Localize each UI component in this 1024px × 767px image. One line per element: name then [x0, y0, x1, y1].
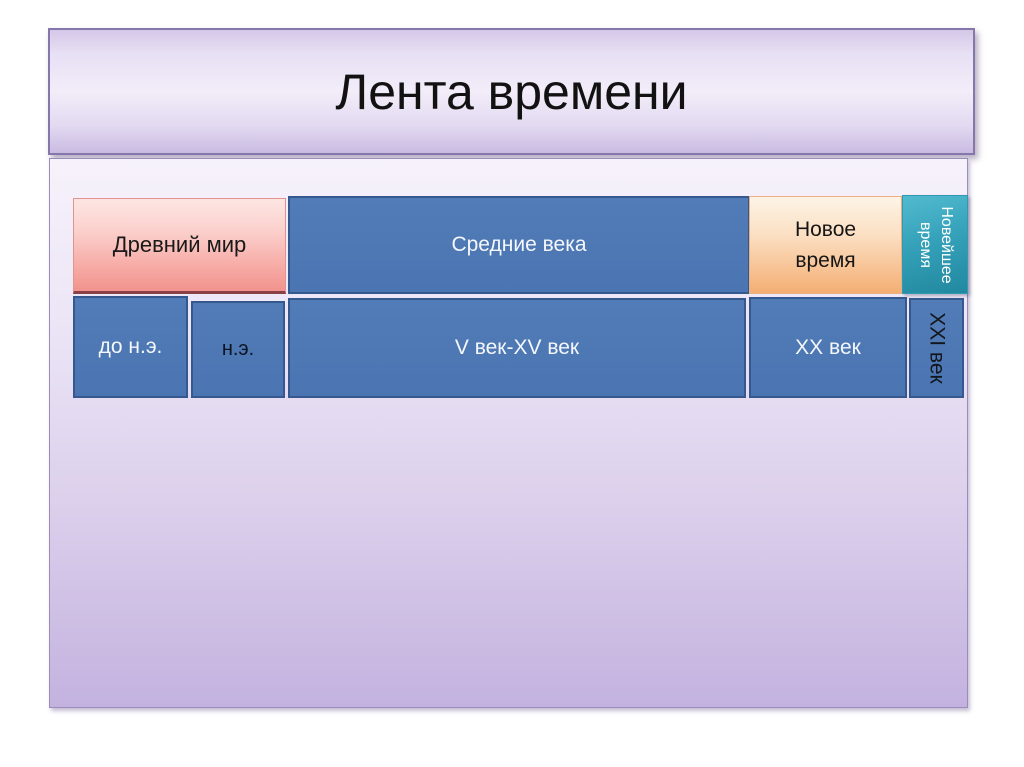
slide-title: Лента времени	[335, 63, 688, 120]
period-ce: н.э.	[191, 301, 285, 398]
period-21st-century-label: XXI век	[925, 312, 949, 384]
era-ancient-world-label: Древний мир	[112, 232, 247, 257]
era-ancient-world: Древний мир	[73, 198, 286, 294]
era-newest-time-label: Новейшее время	[917, 205, 955, 284]
slide-title-box: Лента времени	[48, 28, 975, 155]
period-20th-century: XX век	[749, 297, 907, 398]
era-newest-time: Новейшее время	[902, 195, 968, 294]
era-modern-time-label: Новое время	[794, 217, 857, 273]
era-middle-ages: Средние века	[288, 196, 750, 294]
period-20th-century-label: XX век	[795, 335, 861, 359]
period-5th-15th-century: V век-XV век	[288, 298, 746, 398]
era-modern-time: Новое время	[749, 196, 902, 294]
timeline-canvas: Древний мир Средние века Новое время Нов…	[49, 158, 968, 708]
period-bce-label: до н.э.	[98, 335, 163, 358]
period-5th-15th-century-label: V век-XV век	[454, 336, 580, 359]
period-ce-label: н.э.	[221, 338, 255, 360]
period-bce: до н.э.	[73, 296, 188, 398]
period-21st-century: XXI век	[909, 298, 964, 398]
era-middle-ages-label: Средние века	[451, 233, 587, 256]
